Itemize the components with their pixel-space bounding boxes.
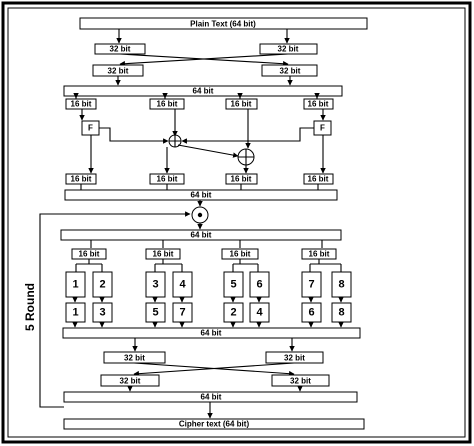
word16-c3-label: 16 bit bbox=[230, 250, 251, 259]
block-64-d-label: 64 bit bbox=[201, 329, 222, 338]
subblock-before-1-label: 1 bbox=[72, 279, 78, 291]
half-left-4-label: 32 bit bbox=[120, 377, 141, 386]
half-right-1-label: 32 bit bbox=[278, 45, 299, 54]
subblock-after-8-label: 8 bbox=[338, 307, 344, 319]
subblocks-before-group: 1 2 3 4 5 6 7 8 bbox=[65, 271, 352, 298]
subblock-after-1-label: 1 bbox=[72, 307, 78, 319]
inner-frame bbox=[7, 7, 466, 438]
half-right-3-label: 32 bit bbox=[284, 354, 305, 363]
half-right-3 bbox=[265, 351, 324, 364]
word16-a4 bbox=[303, 98, 334, 110]
subblock-before-7-label: 7 bbox=[308, 279, 314, 291]
half-right-1 bbox=[259, 43, 318, 55]
word16-c2-label: 16 bit bbox=[153, 250, 174, 259]
subblock-before-2-label: 2 bbox=[99, 279, 105, 291]
round-combiner-dot bbox=[197, 212, 203, 218]
block-64-c-label: 64 bit bbox=[191, 231, 212, 240]
word16-b1-label: 16 bit bbox=[71, 175, 92, 184]
subblock-after-3-label: 5 bbox=[152, 307, 158, 319]
block-64-e-label: 64 bit bbox=[201, 393, 222, 402]
word16-a2-label: 16 bit bbox=[157, 100, 178, 109]
half-left-1-label: 32 bit bbox=[110, 45, 131, 54]
block-64-d bbox=[62, 327, 361, 339]
subblock-after-2-label: 3 bbox=[99, 307, 105, 319]
word16-b3-label: 16 bit bbox=[231, 175, 252, 184]
block-64-a bbox=[63, 85, 343, 97]
subblock-before-3-label: 3 bbox=[152, 279, 158, 291]
f-function-right-label: F bbox=[320, 124, 325, 133]
plain-text-label: Plain Text (64 bit) bbox=[190, 20, 256, 29]
word16-c1-label: 16 bit bbox=[79, 250, 100, 259]
subblock-arrows bbox=[72, 297, 344, 303]
word16-a2 bbox=[149, 98, 185, 110]
subblock-before-5-label: 5 bbox=[230, 279, 236, 291]
word16-a1-label: 16 bit bbox=[71, 100, 92, 109]
subblock-before-6-label: 6 bbox=[256, 279, 262, 291]
cipher-text-label: Cipher text (64 bit) bbox=[179, 420, 250, 429]
subblock-before-8-label: 8 bbox=[338, 279, 344, 291]
word16-a1 bbox=[65, 98, 97, 110]
subblocks-after-group: 1 3 5 7 2 4 6 8 bbox=[65, 302, 352, 323]
subblock-after-6-label: 4 bbox=[256, 307, 263, 319]
f-function-left-label: F bbox=[88, 124, 93, 133]
block-64-a-label: 64 bit bbox=[193, 87, 214, 96]
word16-b2-label: 16 bit bbox=[157, 175, 178, 184]
half-left-3-label: 32 bit bbox=[124, 354, 145, 363]
round-count-label: 5 Round bbox=[23, 283, 37, 331]
word16-a3 bbox=[225, 98, 258, 110]
plain-text-box bbox=[79, 17, 368, 30]
word16-a4-label: 16 bit bbox=[308, 100, 329, 109]
half-right-4-label: 32 bit bbox=[290, 377, 311, 386]
block-64-b bbox=[64, 189, 338, 201]
word16-a3-label: 16 bit bbox=[231, 100, 252, 109]
block-64-b-label: 64 bit bbox=[191, 191, 212, 200]
subblock-before-4-label: 4 bbox=[179, 279, 186, 291]
subblock-after-7-label: 6 bbox=[308, 307, 314, 319]
cipher-text-box bbox=[63, 418, 365, 430]
subblock-merge-arrows bbox=[72, 322, 344, 328]
word16-c4-label: 16 bit bbox=[309, 250, 330, 259]
half-right-2-label: 32 bit bbox=[280, 67, 301, 76]
block-64-c bbox=[60, 229, 342, 241]
round-feedback-line bbox=[39, 211, 191, 408]
word16-b4-label: 16 bit bbox=[308, 175, 329, 184]
subblock-after-4-label: 7 bbox=[179, 307, 185, 319]
subblock-after-5-label: 2 bbox=[230, 307, 236, 319]
half-left-2-label: 32 bit bbox=[108, 67, 129, 76]
